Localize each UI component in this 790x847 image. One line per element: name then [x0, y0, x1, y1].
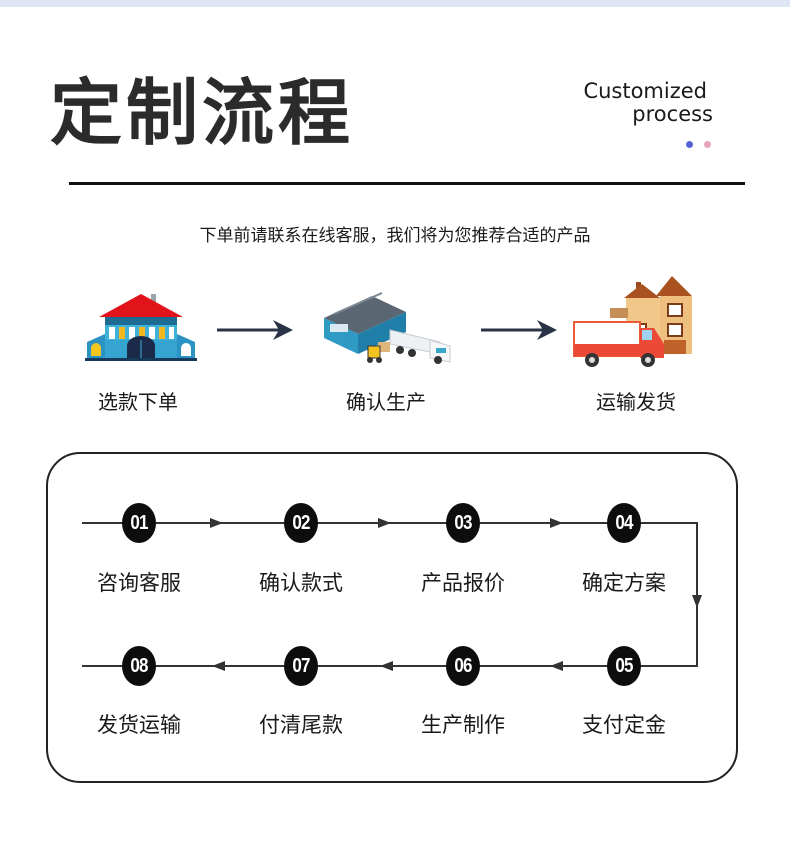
step-number-badge: 04	[607, 503, 641, 543]
header-divider	[69, 182, 745, 185]
vertical-connector-line	[696, 522, 698, 667]
step-number-badge: 05	[607, 646, 641, 686]
arrow-right-icon	[550, 518, 563, 528]
arrow-left-icon	[550, 661, 563, 671]
step-label: 确定方案	[582, 571, 666, 595]
storefront-building-icon	[85, 294, 197, 361]
step-number-badge: 03	[446, 503, 480, 543]
step-label: 生产制作	[421, 713, 505, 737]
arrow-right-icon	[210, 518, 223, 528]
arrow-left-icon	[212, 661, 225, 671]
step-label: 咨询客服	[97, 571, 181, 595]
step-number-badge: 01	[122, 503, 156, 543]
accent-dot-pink	[704, 141, 711, 148]
delivery-van-house-icon	[573, 276, 692, 367]
step-label: 发货运输	[97, 713, 181, 737]
intro-text: 下单前请联系在线客服，我们将为您推荐合适的产品	[199, 226, 591, 246]
process-steps-panel	[46, 452, 738, 783]
arrow-right-icon	[217, 320, 293, 340]
top-band	[0, 0, 790, 7]
stage-label-3: 运输发货	[596, 390, 676, 414]
step-label: 产品报价	[421, 571, 505, 595]
accent-dot-blue	[686, 141, 693, 148]
step-number-badge: 07	[284, 646, 318, 686]
step-number-badge: 08	[122, 646, 156, 686]
arrow-right-icon	[481, 320, 557, 340]
arrow-left-icon	[380, 661, 393, 671]
step-number-badge: 06	[446, 646, 480, 686]
english-subtitle: Customized process	[560, 80, 713, 126]
step-label: 确认款式	[259, 571, 343, 595]
stage-label-2: 确认生产	[346, 390, 426, 414]
page-title: 定制流程	[50, 71, 355, 155]
english-subtitle-line1: Customized	[583, 79, 707, 103]
arrow-down-icon	[692, 595, 702, 608]
warehouse-truck-icon	[324, 292, 451, 364]
step-number-badge: 02	[284, 503, 318, 543]
stage-label-1: 选款下单	[98, 390, 178, 414]
english-subtitle-line2: process	[632, 102, 713, 126]
arrow-right-icon	[378, 518, 391, 528]
step-label: 付清尾款	[259, 713, 343, 737]
step-label: 支付定金	[582, 713, 666, 737]
